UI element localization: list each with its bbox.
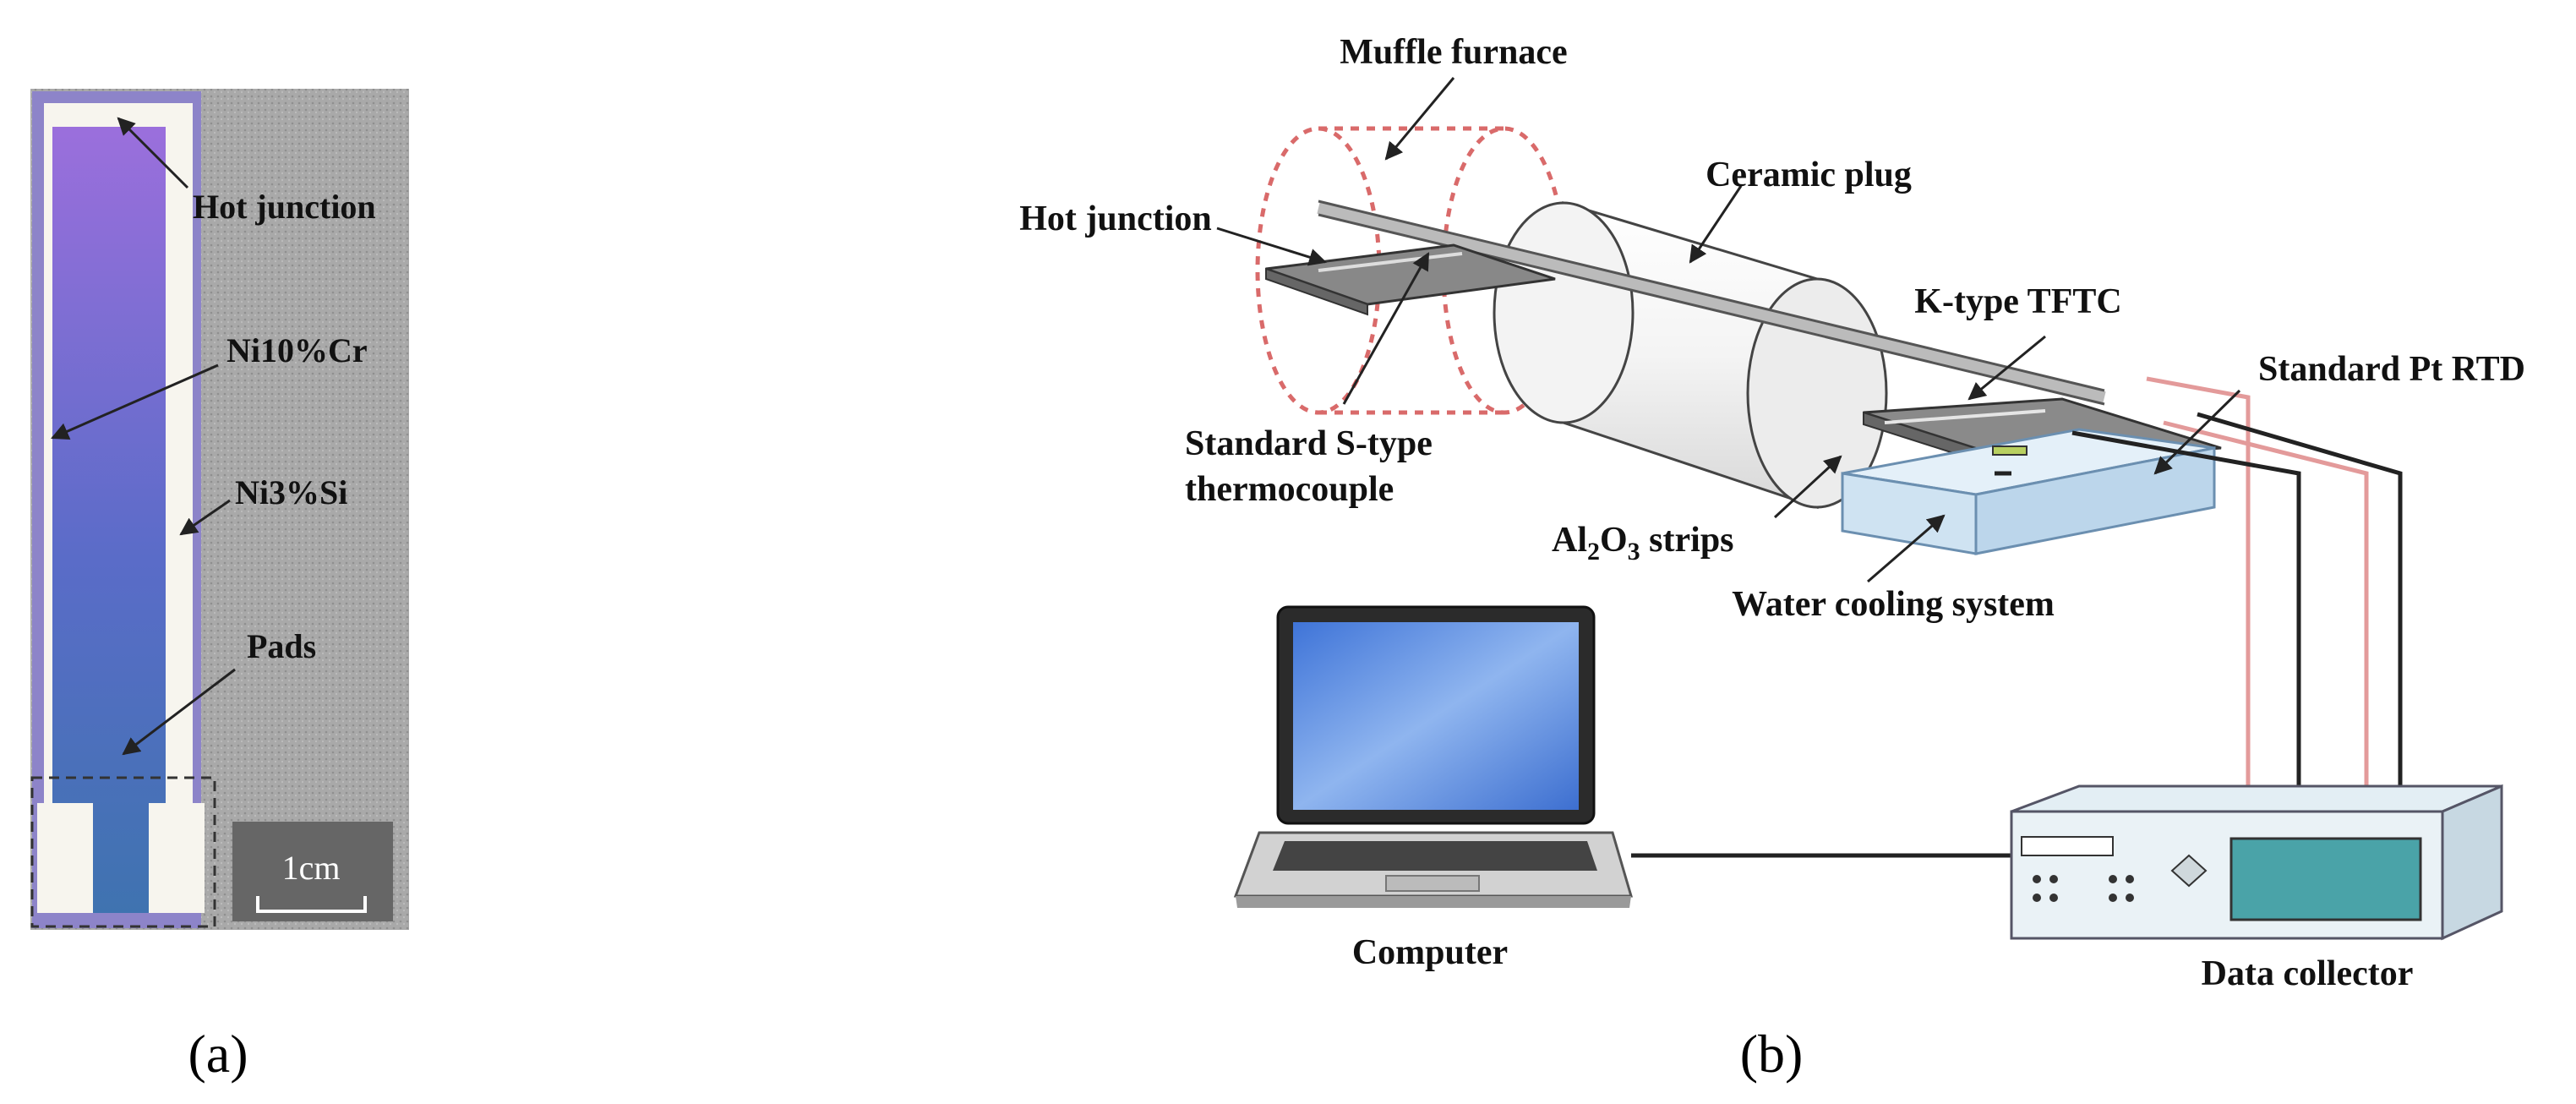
muffle-furnace-arrow <box>1384 77 1455 161</box>
left-white-border <box>44 103 52 913</box>
ni10cr-arrow <box>51 363 219 440</box>
panel-a-photo: 1cm Hot junction Ni10%Cr Ni3%Si Pads <box>30 89 409 930</box>
ceramic-plug <box>1493 200 1888 510</box>
standard-pt-rtd-label: Standard Pt RTD <box>2258 350 2525 389</box>
k-type-arrow <box>1967 335 2046 401</box>
data-collector <box>2010 784 2503 941</box>
hot-junction-label-a: Hot junction <box>193 188 376 226</box>
pads-arrow <box>122 668 236 756</box>
al2o3-label: Al2O3 strips <box>1552 521 1734 566</box>
signal-wires <box>1995 376 2403 786</box>
panel-a-label: (a) <box>188 1024 248 1084</box>
ceramic-plug-arrow <box>1689 185 1743 264</box>
water-cooling-arrow <box>1867 514 1946 583</box>
al2o3-arrow <box>1773 455 1842 519</box>
pads-label: Pads <box>247 627 316 665</box>
pad-right <box>149 803 205 913</box>
hot-junction-bar <box>44 103 193 127</box>
scale-bar-text: 1cm <box>282 849 341 887</box>
ni10cr-label: Ni10%Cr <box>226 331 368 369</box>
pad-left <box>37 803 93 913</box>
computer-label: Computer <box>1352 933 1508 972</box>
ni3si-label: Ni3%Si <box>235 473 347 511</box>
hot-side-strip <box>1265 243 1556 316</box>
hot-junction-arrow-b <box>1216 227 1328 266</box>
data-collector-label: Data collector <box>2202 954 2414 993</box>
computer-laptop <box>1233 605 1634 908</box>
water-cooling-label: Water cooling system <box>1732 585 2055 624</box>
pt-rtd-sensor <box>1992 445 2028 456</box>
hot-junction-arrow <box>117 117 189 189</box>
ni3si-arrow <box>179 499 231 536</box>
s-type-label-line2: thermocouple <box>1185 470 1394 509</box>
muffle-furnace-label: Muffle furnace <box>1340 33 1567 72</box>
pt-rtd-arrow <box>2153 389 2241 475</box>
ceramic-plug-label: Ceramic plug <box>1706 156 1912 194</box>
panel-b-label: (b) <box>1740 1024 1804 1084</box>
k-type-tftc-label: K-type TFTC <box>1914 282 2121 321</box>
hot-junction-label-b: Hot junction <box>1019 199 1212 238</box>
pads-dashed-box <box>30 776 216 928</box>
scale-bar <box>256 896 367 913</box>
s-type-arrow <box>1342 252 1430 405</box>
s-type-label-line1: Standard S-type <box>1185 424 1433 463</box>
ni10cr-leg <box>49 127 166 913</box>
panel-b-diagram: Muffle furnace Ceramic plug Hot junction… <box>1019 33 2525 993</box>
